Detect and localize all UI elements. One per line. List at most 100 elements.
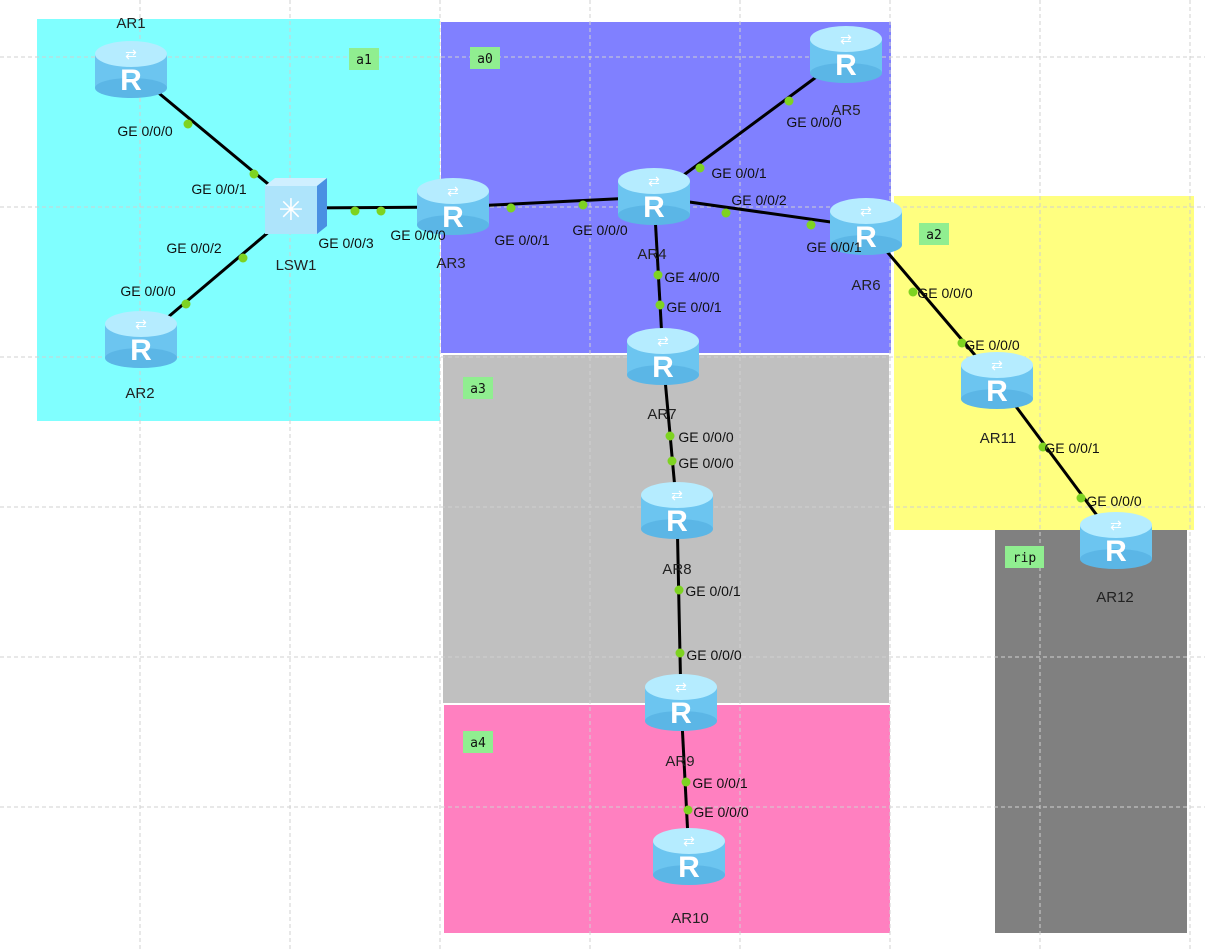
port-label: GE 0/0/1 [806, 239, 861, 255]
ports-AR4-AR7: GE 4/0/0 GE 0/0/1 [653, 269, 722, 315]
node-LSW1[interactable]: ✳LSW1 [265, 178, 327, 274]
port-label: GE 4/0/0 [664, 269, 719, 285]
svg-text:R: R [670, 697, 692, 730]
ports-AR9-AR10: GE 0/0/1GE 0/0/0 [681, 775, 749, 820]
port-status-dot [506, 203, 516, 213]
port-status-dot [665, 431, 675, 441]
svg-text:⇄: ⇄ [657, 333, 669, 349]
svg-text:R: R [855, 221, 877, 254]
port-status-dot [653, 270, 663, 280]
port-label: GE 0/0/1 [685, 583, 740, 599]
port-label: GE 0/0/0 [686, 647, 741, 663]
port-label: GE 0/0/0 [390, 227, 445, 243]
port-label: GE 0/0/0 [572, 222, 627, 238]
port-label: GE 0/0/1 [692, 775, 747, 791]
svg-text:⇄: ⇄ [1110, 517, 1122, 533]
ports-AR7-AR8: GE 0/0/0GE 0/0/0 [665, 429, 734, 471]
area-rip[interactable] [995, 530, 1187, 933]
svg-text:⇄: ⇄ [135, 316, 147, 332]
ports-AR4-AR6: GE 0/0/2 GE 0/0/1 [721, 192, 862, 255]
port-label: GE 0/0/0 [1086, 493, 1141, 509]
port-status-dot [578, 200, 588, 210]
area-label: a4 [470, 736, 486, 751]
port-status-dot [674, 585, 684, 595]
area-tag-a1[interactable]: a1 [349, 48, 379, 70]
svg-text:⇄: ⇄ [447, 183, 459, 199]
router-icon: ⇄R [810, 26, 882, 83]
svg-text:⇄: ⇄ [683, 833, 695, 849]
svg-text:⇄: ⇄ [860, 203, 872, 219]
node-AR3[interactable]: ⇄ R AR3 [417, 178, 489, 272]
port-status-dot [1038, 442, 1048, 452]
link-AR8-AR9[interactable] [675, 510, 683, 704]
port-label: GE 0/0/0 [117, 123, 172, 139]
router-icon: ⇄R [641, 482, 713, 539]
port-status-dot [350, 206, 360, 216]
router-icon: ⇄R [95, 41, 167, 98]
port-label: GE 0/0/1 [494, 232, 549, 248]
port-label: GE 0/0/0 [917, 285, 972, 301]
link-AR4-AR5[interactable] [653, 53, 847, 199]
port-status-dot [908, 287, 918, 297]
area-label: a0 [477, 52, 493, 67]
svg-text:R: R [1105, 535, 1127, 568]
port-status-dot [675, 648, 685, 658]
port-label: GE 0/0/3 [318, 235, 373, 251]
node-label: AR2 [125, 385, 154, 402]
port-label: GE 0/0/0 [964, 337, 1019, 353]
node-label: AR4 [637, 246, 666, 263]
ports-AR1-LSW1: GE 0/0/0GE 0/0/1 [117, 119, 259, 197]
area-tag-rip[interactable]: rip [1005, 546, 1044, 568]
port-label: GE 0/0/2 [731, 192, 786, 208]
router-icon: ⇄R [618, 168, 690, 225]
port-status-dot [667, 456, 677, 466]
port-label: GE 0/0/1 [711, 165, 766, 181]
router-icon: ⇄R [105, 311, 177, 368]
router-icon: ⇄R [1080, 512, 1152, 569]
port-status-dot [683, 805, 693, 815]
port-status-dot [695, 163, 705, 173]
area-tag-a4[interactable]: a4 [463, 731, 493, 753]
svg-text:R: R [652, 351, 674, 384]
node-label: AR9 [665, 753, 694, 770]
area-a4[interactable] [444, 705, 890, 933]
node-AR2[interactable]: ⇄R AR2 [105, 311, 177, 402]
area-label: a2 [926, 228, 942, 243]
ports-AR11-AR12: GE 0/0/1GE 0/0/0 [1038, 440, 1142, 509]
node-label: AR5 [831, 102, 860, 119]
svg-text:✳: ✳ [278, 194, 303, 227]
port-label: GE 0/0/0 [786, 114, 841, 130]
port-status-dot [181, 299, 191, 309]
area-tag-a2[interactable]: a2 [919, 223, 949, 245]
node-label: AR3 [436, 255, 465, 272]
router-icon: ⇄R [627, 328, 699, 385]
area-tag-a3[interactable]: a3 [463, 377, 493, 399]
area-a2[interactable] [894, 196, 1194, 530]
port-status-dot [249, 169, 259, 179]
ports-AR4-AR5: GE 0/0/1 GE 0/0/0 [695, 96, 842, 181]
svg-text:⇄: ⇄ [648, 173, 660, 189]
ports-AR2-LSW1: GE 0/0/0GE 0/0/2 [120, 240, 248, 309]
area-tag-a0[interactable]: a0 [470, 47, 500, 69]
port-label: GE 0/0/0 [678, 455, 733, 471]
svg-text:⇄: ⇄ [991, 357, 1003, 373]
svg-text:R: R [986, 375, 1008, 408]
svg-text:R: R [442, 201, 464, 234]
port-status-dot [681, 777, 691, 787]
node-AR5[interactable]: ⇄R AR5 [810, 26, 882, 119]
svg-text:R: R [643, 191, 665, 224]
area-label: a3 [470, 382, 486, 397]
port-label: GE 0/0/1 [666, 299, 721, 315]
port-status-dot [784, 96, 794, 106]
svg-text:R: R [678, 851, 700, 884]
